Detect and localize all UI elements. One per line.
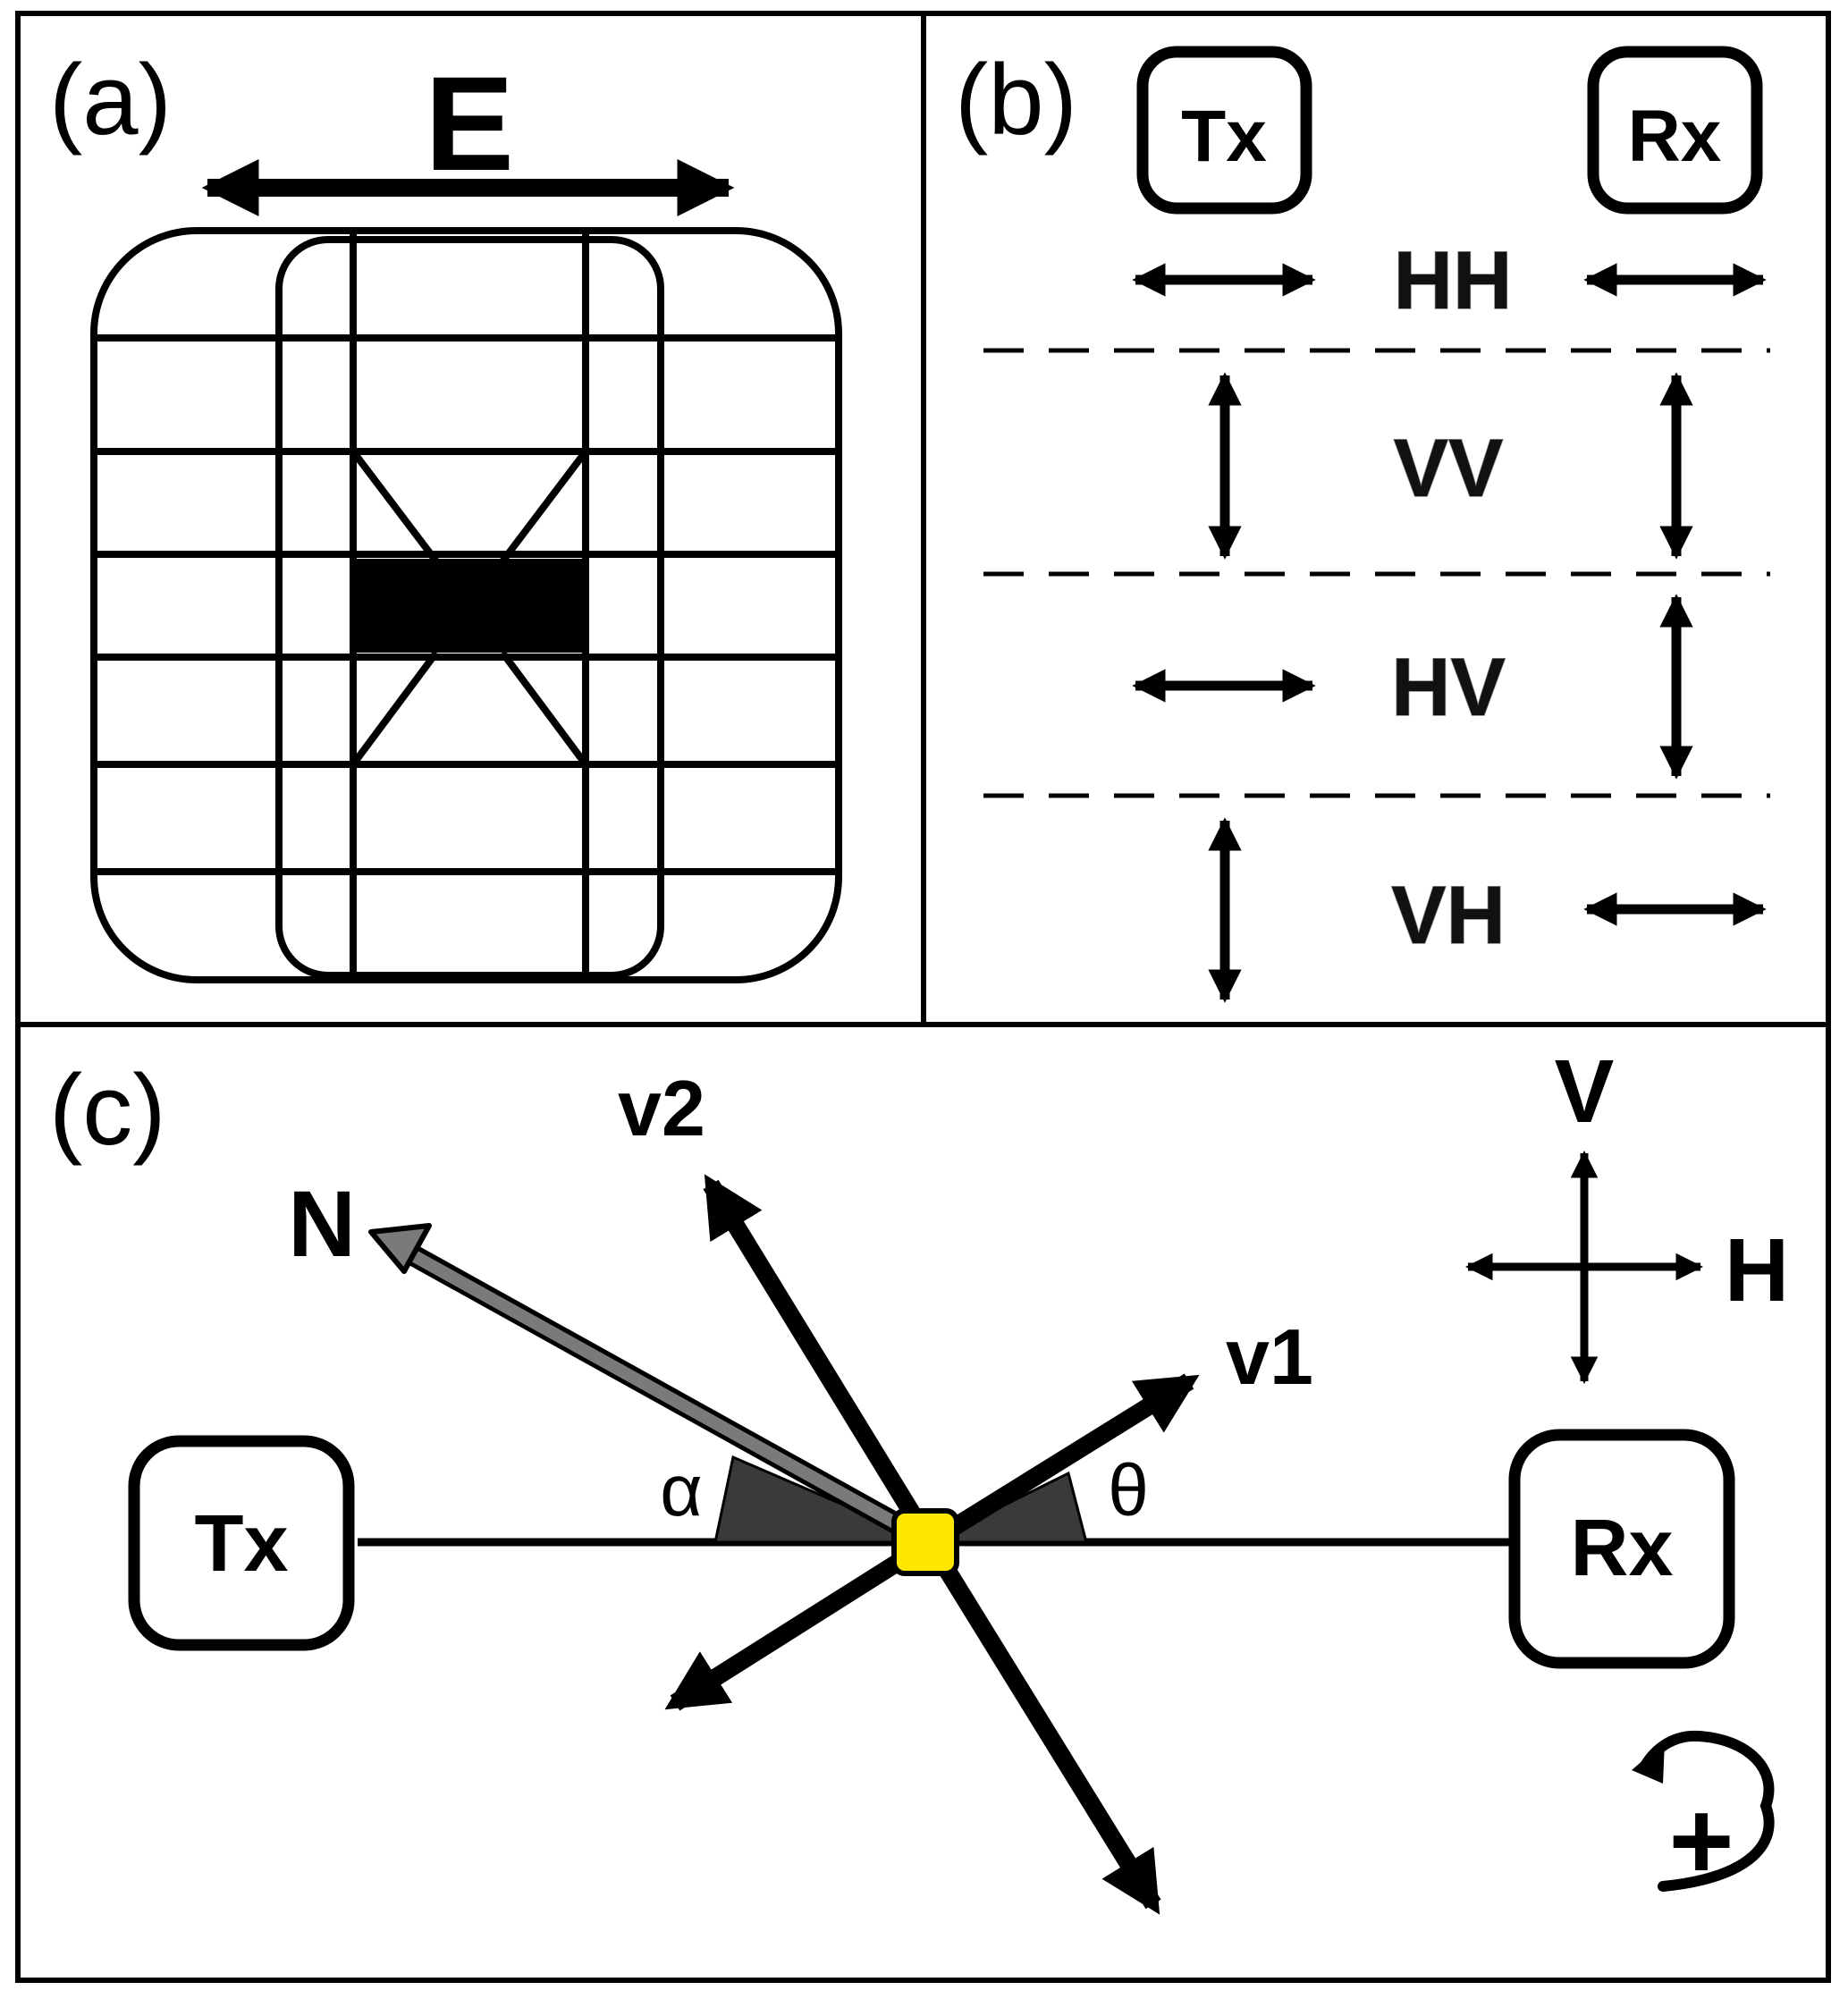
alpha-label: α [660, 1450, 702, 1531]
panel-b: (b) Tx Rx HH VV HV VH [955, 44, 1770, 1003]
rx-box: Rx [1587, 46, 1763, 215]
v2-axis [703, 1174, 938, 1548]
theta-label: θ [1108, 1450, 1149, 1531]
panel-c-label: (c) [49, 1054, 166, 1166]
pol-label-vv: VV [1394, 423, 1504, 514]
v1-axis [924, 1373, 1200, 1550]
pol-label-hh: HH [1394, 235, 1513, 326]
panel-frames [15, 11, 1831, 1983]
rotation-direction-icon [1640, 1730, 1775, 1892]
antenna-grid [90, 227, 842, 983]
dipole-element [353, 559, 586, 653]
n-label: N [288, 1172, 356, 1277]
v2-label: v2 [618, 1064, 705, 1152]
rx-box-c-label: Rx [1570, 1504, 1673, 1593]
tx-box-c-label: Tx [194, 1499, 288, 1589]
rotation-sign: + [1669, 1779, 1734, 1903]
panel-a: (a) E [49, 44, 842, 983]
tx-box-label: Tx [1181, 96, 1267, 177]
tx-box-c: Tx [128, 1435, 355, 1651]
panel-b-label: (b) [955, 44, 1077, 156]
scatterer-point [891, 1508, 959, 1576]
panel-c: (c) Tx Rx α θ N v2 v1 [49, 1042, 1789, 1915]
pol-label-vh: VH [1391, 870, 1506, 961]
normal-arrow-shaft [406, 1247, 933, 1548]
panel-a-label: (a) [49, 44, 172, 156]
v1-axis-negative [664, 1534, 935, 1711]
h-axis-label: H [1725, 1220, 1789, 1320]
pol-label-hv: HV [1391, 642, 1506, 733]
normal-arrowhead [368, 1223, 432, 1274]
row-separators [983, 348, 1770, 798]
v-axis-label: V [1555, 1042, 1615, 1142]
rx-box-label: Rx [1628, 96, 1722, 177]
rotation-arrowhead [1632, 1742, 1665, 1784]
e-field-label: E [425, 48, 514, 198]
tx-box: Tx [1136, 46, 1312, 215]
rx-box-c: Rx [1508, 1429, 1735, 1669]
v2-axis-negative [922, 1537, 1161, 1915]
v1-label: v1 [1226, 1312, 1313, 1401]
